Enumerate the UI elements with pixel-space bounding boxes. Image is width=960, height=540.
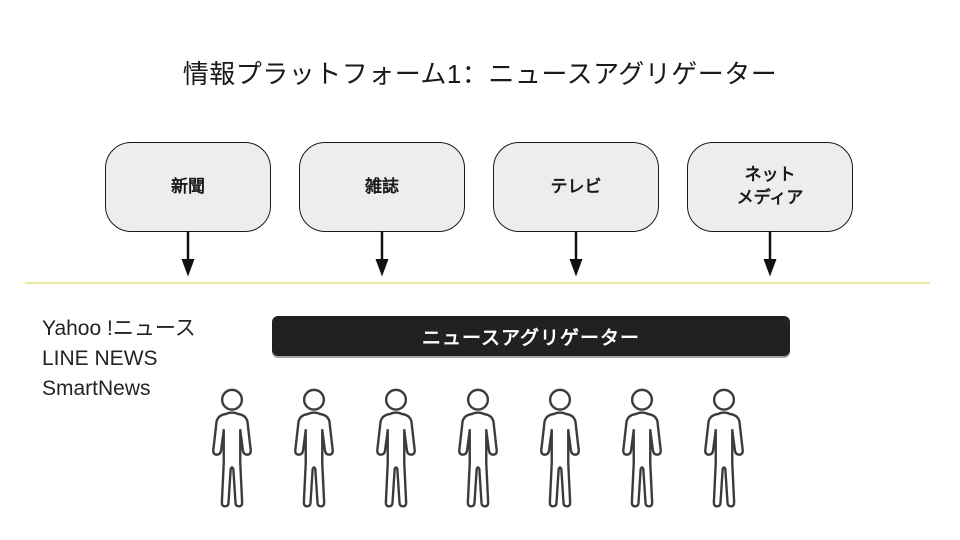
person-icon [622, 388, 662, 508]
source-app-line-news: LINE NEWS [42, 347, 158, 370]
slide-title: 情報プラットフォーム1：ニュースアグリゲーター [182, 59, 778, 89]
channel-box-tv: テレビ [493, 142, 659, 232]
person-icon [212, 388, 252, 508]
person-icon [704, 388, 744, 508]
person-icon [540, 388, 580, 508]
people-row [208, 388, 748, 509]
down-arrow-icon [375, 231, 389, 277]
down-arrow-icon [569, 231, 583, 277]
aggregator-bar-label: ニュースアグリゲーター [421, 327, 641, 349]
source-app-yahoo: Yahoo !ニュース [42, 317, 196, 340]
divider-line [25, 282, 930, 284]
down-arrow-icon [181, 231, 195, 277]
channel-box-netmedia: ネット メディア [687, 142, 853, 232]
source-apps-list: Yahoo !ニュース LINE NEWS SmartNews [42, 314, 196, 404]
down-arrow-icon [763, 231, 777, 277]
person-icon [458, 388, 498, 508]
channel-label: 雑誌 [365, 176, 399, 196]
channel-label: ネット メディア [736, 165, 804, 207]
source-app-smartnews: SmartNews [42, 377, 151, 400]
aggregator-bar: ニュースアグリゲーター [272, 316, 790, 356]
channel-box-magazine: 雑誌 [299, 142, 465, 232]
channel-label: 新聞 [171, 176, 205, 196]
channel-box-newspaper: 新聞 [105, 142, 271, 232]
person-icon [294, 388, 334, 508]
channel-label: テレビ [550, 176, 602, 196]
person-icon [376, 388, 416, 508]
